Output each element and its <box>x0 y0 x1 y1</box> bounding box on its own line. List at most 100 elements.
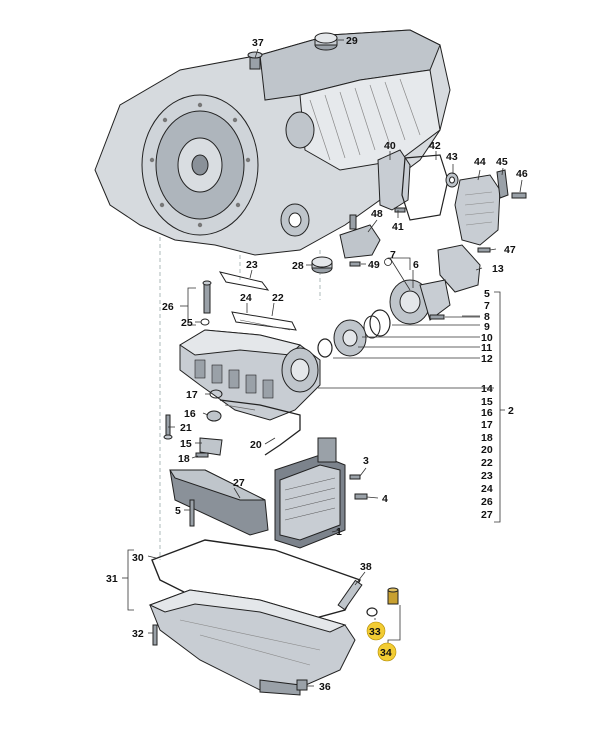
label-20: 20 <box>250 439 262 451</box>
label-38: 38 <box>360 561 372 573</box>
label-47: 47 <box>504 244 516 256</box>
label-col-12: 12 <box>481 353 493 365</box>
part-21-bolt <box>163 414 173 440</box>
part-33-seal <box>366 607 378 617</box>
part-46-bolt <box>511 192 527 199</box>
leader-lines <box>122 39 523 687</box>
label-43: 43 <box>446 151 458 163</box>
part-42-gasket <box>401 154 449 221</box>
label-29: 29 <box>346 35 358 47</box>
label-2: 2 <box>508 405 514 417</box>
highlight-marker-33 <box>366 621 386 641</box>
part-29-cap <box>314 32 338 51</box>
label-col-17: 17 <box>481 419 493 431</box>
part-4-bolt <box>354 493 368 500</box>
label-col-7: 7 <box>484 300 490 312</box>
part-49-bolt <box>349 261 361 267</box>
oil-pan <box>148 589 356 696</box>
transmission-housing <box>94 29 451 256</box>
label-26: 26 <box>162 301 174 313</box>
part-15-plug <box>199 437 223 456</box>
part-labels: 37 29 40 42 43 44 45 46 48 41 47 28 49 2… <box>106 35 528 693</box>
label-27: 27 <box>233 477 245 489</box>
part-13-cover <box>437 244 481 293</box>
label-46: 46 <box>516 168 528 180</box>
label-col-27: 27 <box>481 509 493 521</box>
label-48: 48 <box>371 208 383 220</box>
label-13: 13 <box>492 263 504 275</box>
part-5-bolt <box>189 499 195 527</box>
label-23: 23 <box>246 259 258 271</box>
part-16-sensor <box>206 410 222 422</box>
label-24: 24 <box>240 292 252 304</box>
label-32: 32 <box>132 628 144 640</box>
label-1: 1 <box>336 526 342 538</box>
part-12-gasket <box>317 338 333 358</box>
label-col-14: 14 <box>481 383 493 395</box>
label-col-26: 26 <box>481 496 493 508</box>
part-11-housing <box>333 319 367 357</box>
part-47-bolt <box>477 247 491 253</box>
part-36-plug <box>296 679 308 691</box>
label-42: 42 <box>429 140 441 152</box>
label-col-18: 18 <box>481 432 493 444</box>
part-20-harness <box>219 399 301 456</box>
part-24-22-gaskets <box>231 311 297 331</box>
part-1-control-unit <box>274 437 346 549</box>
label-4: 4 <box>382 493 388 505</box>
label-25: 25 <box>181 317 193 329</box>
part-23-gasket <box>218 271 270 291</box>
part-32-bolt <box>152 624 158 646</box>
label-44: 44 <box>474 156 486 168</box>
label-45: 45 <box>496 156 508 168</box>
label-6: 6 <box>413 259 419 271</box>
label-33: 33 <box>369 626 381 638</box>
valve-body <box>179 329 321 421</box>
part-44-cover <box>454 174 501 246</box>
callout-circle-7 <box>384 258 392 266</box>
part-27-bracket <box>169 469 269 536</box>
part-8-bolt <box>429 314 445 320</box>
label-31: 31 <box>106 573 118 585</box>
part-10-seal-rings <box>363 309 391 339</box>
label-40: 40 <box>384 140 396 152</box>
label-30: 30 <box>132 552 144 564</box>
label-col-24: 24 <box>481 483 493 495</box>
label-col-22: 22 <box>481 457 493 469</box>
label-3: 3 <box>363 455 369 467</box>
label-col-8: 8 <box>484 311 490 323</box>
label-49: 49 <box>368 259 380 271</box>
label-col-15: 15 <box>481 396 493 408</box>
part-48-sensor <box>339 214 381 259</box>
label-col-23: 23 <box>481 470 493 482</box>
label-21: 21 <box>180 422 192 434</box>
highlight-marker-34 <box>377 642 397 662</box>
label-22: 22 <box>272 292 284 304</box>
part-43-washer <box>445 172 459 188</box>
label-36: 36 <box>319 681 331 693</box>
label-17: 17 <box>186 389 198 401</box>
label-18: 18 <box>178 453 190 465</box>
label-28: 28 <box>292 260 304 272</box>
label-5-lower: 5 <box>175 505 181 517</box>
part-28-seal <box>311 256 333 274</box>
part-6-pump <box>389 279 451 325</box>
part-30-pan-gasket <box>151 539 361 626</box>
label-col-10: 10 <box>481 332 493 344</box>
label-col-9: 9 <box>484 321 490 333</box>
label-col-20: 20 <box>481 444 493 456</box>
label-16: 16 <box>184 408 196 420</box>
part-18-bolt <box>195 452 209 458</box>
part-41-bolt <box>394 207 406 213</box>
part-26-pin <box>202 280 212 314</box>
label-34: 34 <box>380 647 392 659</box>
part-34-plug <box>387 587 399 605</box>
label-37: 37 <box>252 37 264 49</box>
part-3-bolt <box>349 474 361 480</box>
label-7-upper: 7 <box>390 249 396 261</box>
label-col-5: 5 <box>484 288 490 300</box>
label-col-11: 11 <box>481 342 492 354</box>
label-col-16: 16 <box>481 407 493 419</box>
label-15: 15 <box>180 438 192 450</box>
